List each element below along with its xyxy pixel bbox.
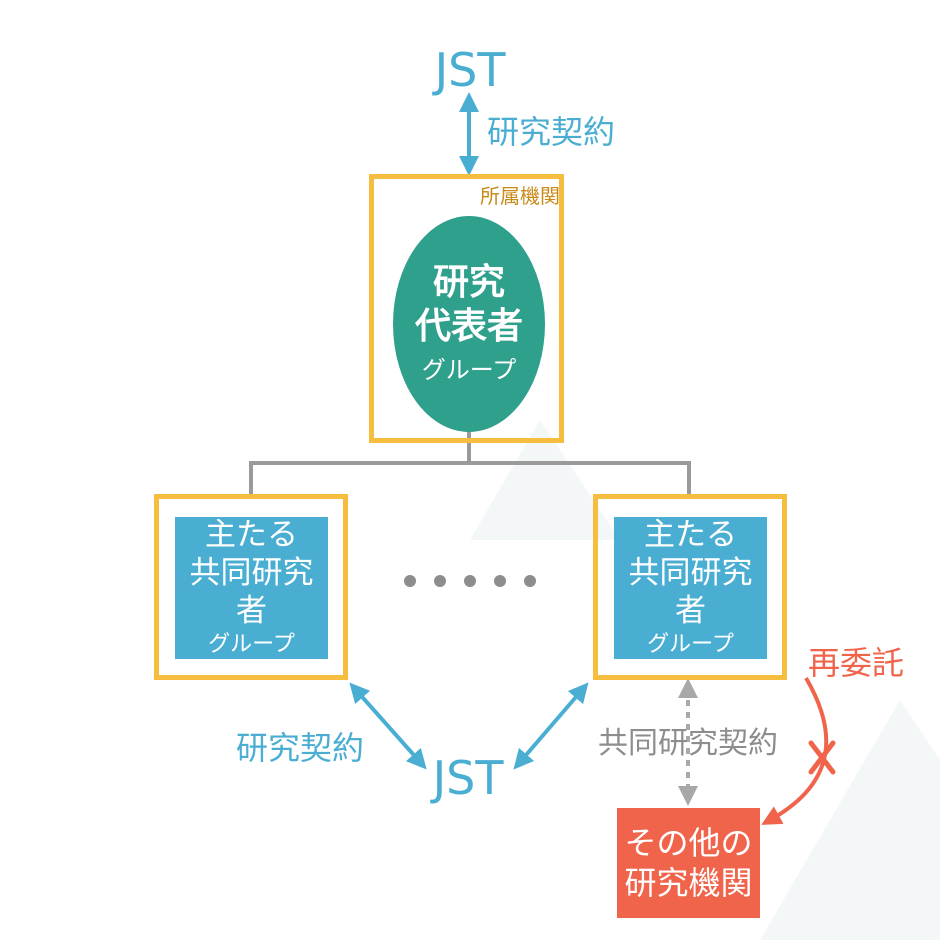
co-investigator-title-line1: 主たる: [644, 517, 737, 553]
co-investigator-title-line2: 共同研究者: [628, 555, 753, 629]
background-triangle-shape: [470, 420, 620, 540]
other-institution-line2: 研究機関: [624, 864, 753, 902]
bottom-jst-label: JST: [432, 751, 504, 805]
left-contract-arrow: [349, 682, 427, 770]
left-contract-label: 研究契約: [236, 729, 365, 767]
top-jst-label: JST: [434, 43, 506, 97]
affiliated-institution-label: 所属機関: [480, 184, 560, 208]
co-investigator-group-label: グループ: [647, 632, 734, 657]
co-investigator-box-right: 主たる 共同研究者 グループ: [593, 494, 787, 680]
prohibited-x-icon: [808, 740, 836, 775]
representative-title-line1: 研究: [432, 262, 505, 303]
right-contract-arrow: [513, 682, 589, 770]
representative-title-line2: 代表者: [414, 306, 523, 347]
recommission-label: 再委託: [808, 644, 905, 682]
affiliated-institution-box: [369, 174, 564, 443]
top-contract-label: 研究契約: [487, 113, 616, 151]
co-investigator-title-line2: 共同研究者: [189, 555, 314, 629]
co-investigator-node-right: 主たる 共同研究者 グループ: [614, 517, 767, 659]
co-investigator-box-left: 主たる 共同研究者 グループ: [154, 494, 348, 680]
co-investigator-node-left: 主たる 共同研究者 グループ: [175, 517, 328, 659]
co-investigator-group-label: グループ: [208, 632, 295, 657]
joint-contract-label: 共同研究契約: [598, 726, 778, 761]
other-institution-node: その他の 研究機関: [617, 808, 760, 918]
ellipsis-dots-icon: [404, 575, 536, 587]
co-investigator-title-line1: 主たる: [205, 517, 298, 553]
other-institution-line1: その他の: [624, 824, 753, 862]
representative-group-label: グループ: [421, 356, 517, 384]
representative-group-node: 研究 代表者 グループ: [393, 216, 545, 432]
tree-connector: [249, 428, 691, 496]
background-triangle-shape: [760, 700, 940, 940]
